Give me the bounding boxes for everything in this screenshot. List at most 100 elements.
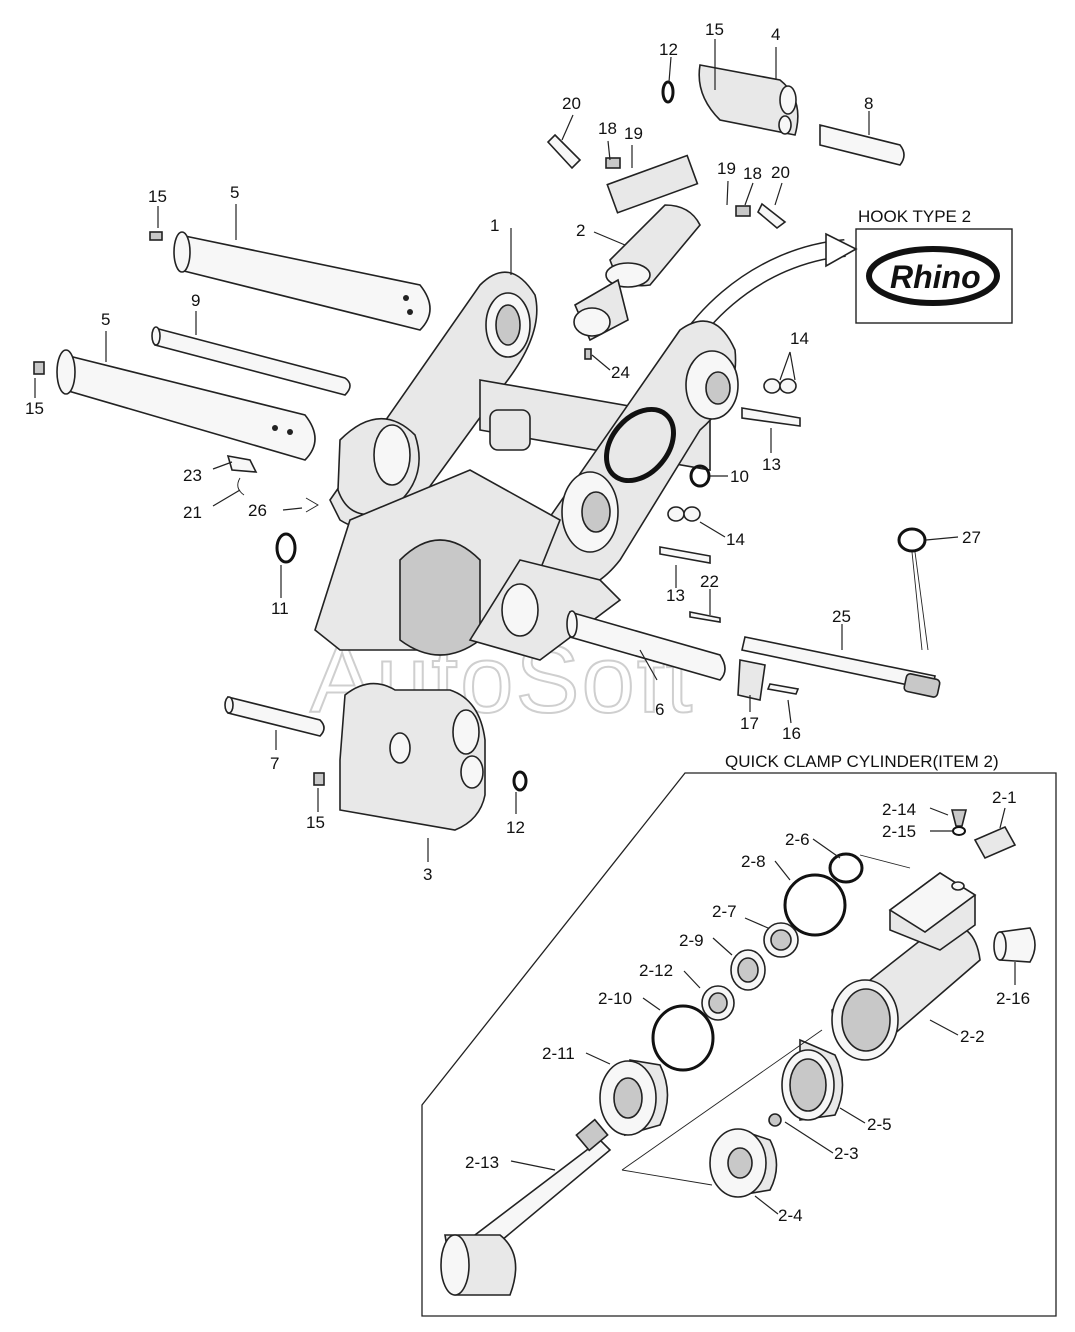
callout-18-right: 18 — [743, 164, 762, 183]
callout-2-15: 2-15 — [882, 822, 916, 841]
cylinder-item-2 — [573, 154, 701, 342]
clip-26 — [305, 497, 319, 513]
callout-2-16: 2-16 — [996, 989, 1030, 1008]
callout-5-lower: 5 — [101, 310, 110, 329]
bolt-13-upper — [741, 407, 801, 427]
cylinder-section-title: QUICK CLAMP CYLINDER(ITEM 2) — [725, 752, 999, 771]
main-frame — [314, 271, 739, 661]
callout-15-b: 15 — [25, 399, 44, 418]
callout-14-upper: 14 — [790, 329, 809, 348]
cylinder-tube-2-2 — [831, 872, 981, 1061]
callout-17: 17 — [740, 714, 759, 733]
callout-2: 2 — [576, 221, 585, 240]
callout-2-3: 2-3 — [834, 1144, 859, 1163]
hook-type-2-title: HOOK TYPE 2 — [858, 207, 971, 226]
ring-handle-27 — [897, 527, 929, 651]
hook-type-2-box: HOOK TYPE 2 Rhino — [855, 207, 1013, 324]
callout-13-lower: 13 — [666, 586, 685, 605]
rod-25 — [741, 636, 941, 698]
pin-5-lower — [56, 349, 316, 461]
callout-20-right: 20 — [771, 163, 790, 182]
ring-10 — [689, 464, 711, 488]
ring-12-bottom — [512, 770, 528, 792]
bolt-13-lower — [659, 546, 711, 564]
callout-2-11: 2-11 — [542, 1044, 575, 1063]
callout-13-upper: 13 — [762, 455, 781, 474]
callout-2-6: 2-6 — [785, 830, 810, 849]
pin-7 — [224, 695, 325, 737]
rod-2-13 — [440, 1118, 612, 1296]
callout-27: 27 — [962, 528, 981, 547]
seal-2-15 — [952, 826, 966, 836]
fitting-18-right — [735, 205, 751, 217]
callout-10: 10 — [730, 467, 749, 486]
callout-16: 16 — [782, 724, 801, 743]
o-ring-2-6 — [828, 852, 864, 884]
pin-22 — [689, 611, 721, 623]
callout-3: 3 — [423, 865, 432, 884]
spring-21 — [237, 477, 245, 496]
pin-8 — [819, 123, 905, 166]
callout-8: 8 — [864, 94, 873, 113]
callout-19-left: 19 — [624, 124, 643, 143]
head-2-11 — [599, 1059, 669, 1137]
clamp-17 — [737, 659, 766, 701]
callout-2-10: 2-10 — [598, 989, 632, 1008]
callout-2-4: 2-4 — [778, 1206, 803, 1225]
callout-2-8: 2-8 — [741, 852, 766, 871]
callout-1: 1 — [490, 216, 499, 235]
fitting-2-1 — [973, 825, 1017, 860]
screw-2-3 — [768, 1113, 782, 1127]
callout-25: 25 — [832, 607, 851, 626]
assembly-line-lower — [621, 1029, 823, 1186]
callout-5-upper: 5 — [230, 183, 239, 202]
callout-6: 6 — [655, 700, 664, 719]
callout-26: 26 — [248, 501, 267, 520]
grease-nipple-15-a — [149, 231, 163, 241]
callout-4: 4 — [771, 25, 780, 44]
callout-2-7: 2-7 — [712, 902, 737, 921]
nut-14-lower — [667, 506, 701, 522]
callout-12-top: 12 — [659, 40, 678, 59]
callout-2-13: 2-13 — [465, 1153, 499, 1172]
nut-14-upper — [763, 378, 797, 394]
plug-2-14 — [950, 809, 968, 827]
callout-2-14: 2-14 — [882, 800, 916, 819]
callout-7: 7 — [270, 754, 279, 773]
callout-2-1: 2-1 — [992, 788, 1017, 807]
piston-2-4 — [709, 1128, 778, 1198]
pin-6 — [566, 610, 726, 681]
plate-23 — [226, 454, 258, 473]
cylinder-section-border — [421, 772, 1057, 1317]
pin-5-upper — [173, 231, 431, 331]
fitting-18-left — [605, 157, 621, 169]
fitting-20-left — [546, 133, 582, 170]
ring-12-top — [661, 80, 675, 104]
grease-nipple-15-b — [33, 361, 45, 375]
rhino-logo-text: Rhino — [890, 259, 981, 295]
assembly-line-upper — [859, 854, 911, 869]
screw-24 — [584, 348, 592, 360]
screw-16 — [766, 683, 800, 695]
callout-15-c: 15 — [705, 20, 724, 39]
o-ring-2-10 — [651, 1004, 715, 1072]
callout-24: 24 — [611, 363, 630, 382]
callout-22: 22 — [700, 572, 719, 591]
callout-2-9: 2-9 — [679, 931, 704, 950]
callout-20-left: 20 — [562, 94, 581, 113]
ring-11 — [275, 532, 297, 564]
piston-2-5 — [781, 1038, 844, 1121]
callout-2-5: 2-5 — [867, 1115, 892, 1134]
callout-2-12: 2-12 — [639, 961, 673, 980]
leader-lines — [34, 39, 1016, 1215]
callout-12-bottom: 12 — [506, 818, 525, 837]
callout-11: 11 — [271, 599, 289, 618]
callout-15-d: 15 — [306, 813, 325, 832]
o-ring-2-8 — [783, 873, 847, 937]
bushing-2-16 — [993, 927, 1036, 963]
callout-18-left: 18 — [598, 119, 617, 138]
bracket-item-3 — [339, 682, 486, 831]
callout-19-right: 19 — [717, 159, 736, 178]
callout-23: 23 — [183, 466, 202, 485]
